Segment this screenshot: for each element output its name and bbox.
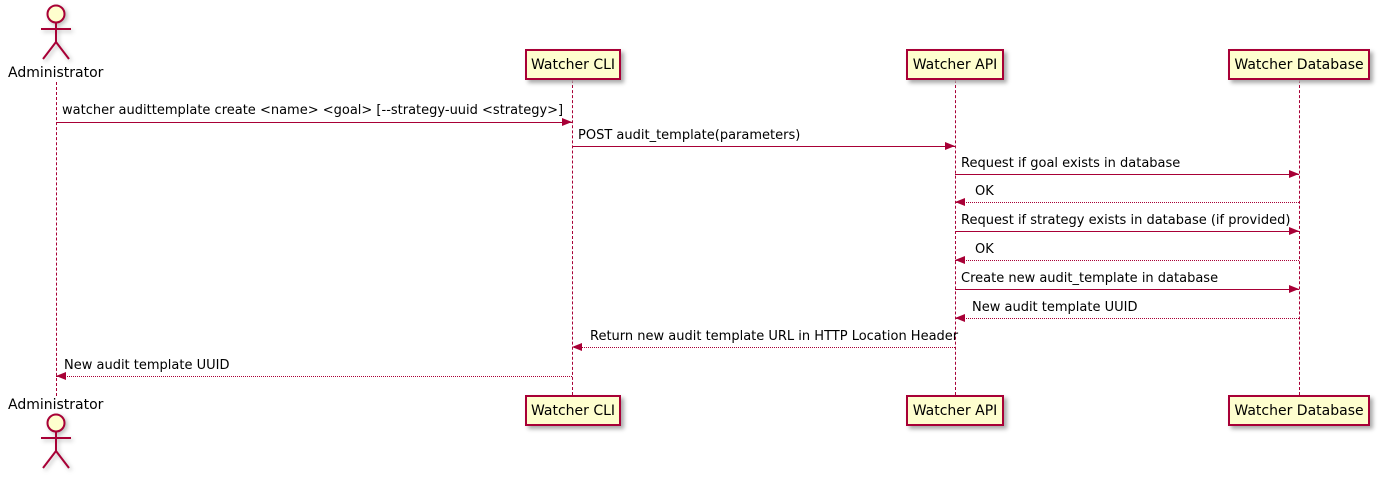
message-label: Request if goal exists in database xyxy=(961,156,1181,171)
arrowhead-icon xyxy=(1289,227,1299,235)
arrowhead-icon xyxy=(1289,170,1299,178)
lifeline-watcher-cli xyxy=(572,80,573,395)
arrowhead-icon xyxy=(955,198,965,206)
message-line xyxy=(56,376,572,377)
message-line xyxy=(572,146,955,147)
message-line xyxy=(572,347,955,348)
arrowhead-icon xyxy=(1289,285,1299,293)
actor-label-top: Administrator xyxy=(8,65,104,81)
participant-watcher-cli-top: Watcher CLI xyxy=(525,49,621,80)
arrowhead-icon xyxy=(955,256,965,264)
arrowhead-icon xyxy=(56,372,66,380)
message-label: Create new audit_template in database xyxy=(961,271,1219,286)
message-line xyxy=(955,289,1299,290)
arrowhead-icon xyxy=(562,118,572,126)
arrowhead-icon xyxy=(955,314,965,322)
message-line xyxy=(955,260,1299,261)
message-line xyxy=(955,174,1299,175)
participant-watcher-database-top: Watcher Database xyxy=(1228,49,1370,80)
message-line xyxy=(955,231,1299,232)
arrowhead-icon xyxy=(945,142,955,150)
lifeline-watcher-api xyxy=(955,80,956,395)
message-label: Return new audit template URL in HTTP Lo… xyxy=(590,329,959,344)
actor-label-bottom: Administrator xyxy=(8,397,104,413)
participant-watcher-api-top: Watcher API xyxy=(906,49,1004,80)
participant-watcher-api-bottom: Watcher API xyxy=(906,395,1004,426)
participant-watcher-database-bottom: Watcher Database xyxy=(1228,395,1370,426)
participant-watcher-cli-bottom: Watcher CLI xyxy=(525,395,621,426)
message-line xyxy=(56,122,572,123)
administrator-actor-icon xyxy=(41,413,71,469)
message-label: New audit template UUID xyxy=(972,300,1138,315)
message-label: Request if strategy exists in database (… xyxy=(961,213,1291,228)
message-label: OK xyxy=(975,242,994,257)
administrator-actor-icon xyxy=(41,4,71,60)
message-label: OK xyxy=(975,184,994,199)
message-label: POST audit_template(parameters) xyxy=(578,128,801,143)
message-label: New audit template UUID xyxy=(64,358,230,373)
message-line xyxy=(955,318,1299,319)
message-line xyxy=(955,202,1299,203)
lifeline-administrator xyxy=(56,82,57,396)
lifeline-watcher-database xyxy=(1299,80,1300,395)
arrowhead-icon xyxy=(572,343,582,351)
message-label: watcher audittemplate create <name> <goa… xyxy=(62,103,564,118)
